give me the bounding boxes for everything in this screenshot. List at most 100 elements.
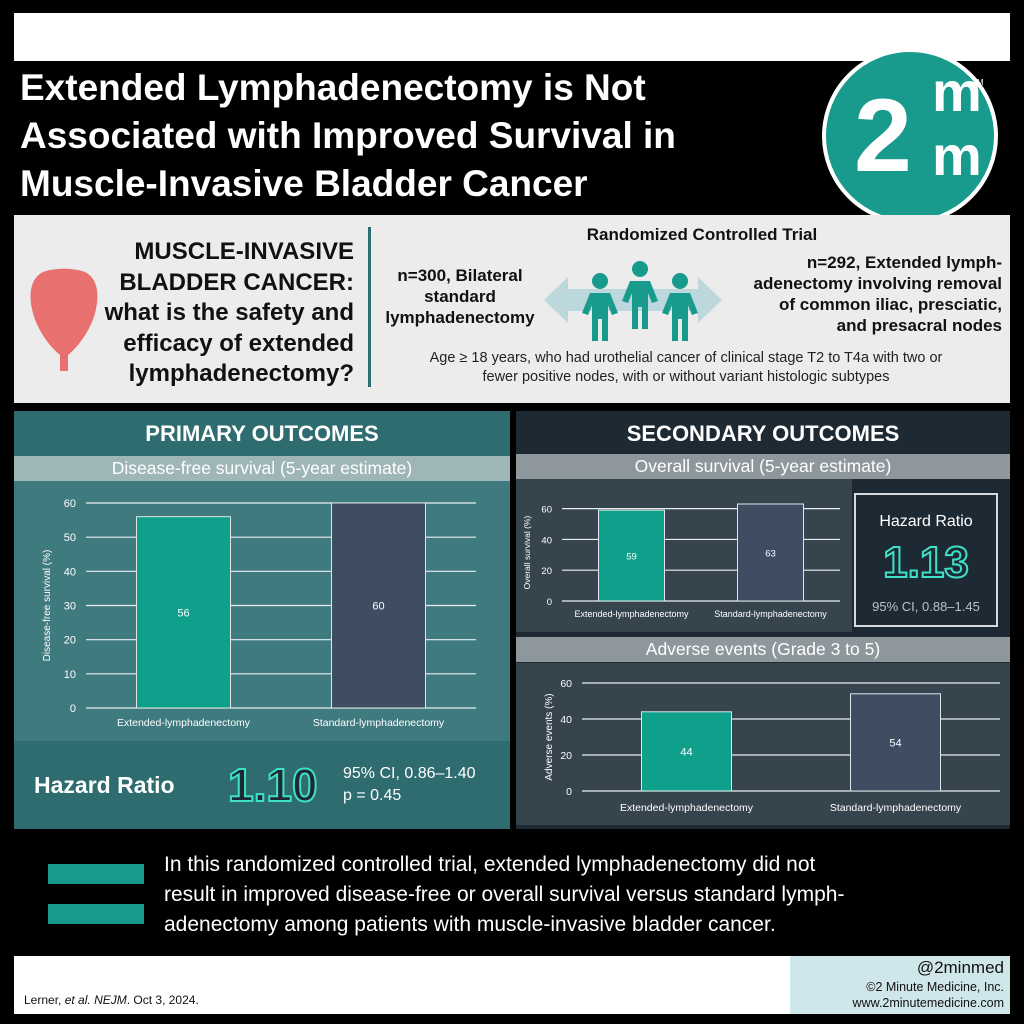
question-line: what is the safety and — [104, 299, 354, 326]
secondary-outcomes-panel: SECONDARY OUTCOMES Overall survival (5-y… — [516, 411, 1010, 829]
confidence-interval: 95% CI, 0.86–1.40 — [343, 765, 476, 782]
citation-authors: Lerner, — [24, 993, 65, 1007]
citation-journal: NEJM — [94, 993, 127, 1007]
x-tick-label: Extended-lymphadenectomy — [620, 802, 754, 814]
y-axis-label: Overall survival (%) — [522, 515, 532, 589]
citation-date: . Oct 3, 2024. — [126, 993, 199, 1007]
primary-outcomes-panel: PRIMARY OUTCOMES Disease-free survival (… — [14, 411, 510, 829]
y-axis-label: Disease-free survival (%) — [42, 550, 53, 662]
conclusion-band: In this randomized controlled trial, ext… — [14, 834, 1010, 954]
credit-box: @2minmed ©2 Minute Medicine, Inc. www.2m… — [790, 956, 1010, 1014]
bar — [136, 516, 231, 709]
title-line: Associated with Improved Survival in — [20, 115, 676, 156]
arm-line: adenectomy involving removal — [753, 274, 1002, 293]
data-label: 60 — [372, 601, 384, 613]
bar — [850, 693, 941, 792]
y-tick-label: 20 — [64, 635, 76, 647]
bar — [641, 711, 732, 792]
citation: Lerner, et al. NEJM. Oct 3, 2024. — [24, 993, 199, 1007]
hazard-ratio-value: 1.13 — [882, 537, 970, 588]
question-line: BLADDER CANCER: — [119, 268, 354, 296]
y-tick-label: 40 — [541, 535, 552, 546]
x-tick-label: Extended-lymphadenectomy — [117, 717, 251, 729]
y-tick-label: 0 — [566, 786, 572, 798]
arm-line: and presacral nodes — [836, 316, 1002, 335]
arm-line: lymphadenectomy — [385, 308, 535, 327]
secondary-hazard-box: Hazard Ratio 1.13 95% CI, 0.88–1.45 — [854, 493, 998, 627]
citation-etal: et al. — [64, 993, 91, 1007]
eligibility-line: Age ≥ 18 years, who had urothelial cance… — [429, 350, 943, 366]
x-tick-label: Standard-lymphadenectomy — [313, 717, 445, 729]
y-tick-label: 20 — [541, 566, 552, 577]
x-tick-label: Extended-lymphadenectomy — [574, 609, 689, 619]
bladder-icon — [30, 268, 98, 371]
bar — [737, 503, 804, 602]
hazard-ratio-label: Hazard Ratio — [879, 513, 973, 530]
standard-arm: n=300, Bilateral standard lymphadenectom… — [370, 265, 550, 328]
ae-chart: 020406044Extended-lymphadenectomy54Stand… — [544, 678, 1000, 814]
y-tick-label: 0 — [547, 597, 552, 608]
patients-icon — [544, 261, 722, 341]
os-chart-title: Overall survival (5-year estimate) — [516, 454, 1010, 479]
data-label: 59 — [626, 552, 637, 563]
y-tick-label: 0 — [70, 703, 76, 715]
intro-band: MUSCLE-INVASIVE BLADDER CANCER: what is … — [14, 215, 1010, 403]
decorative-bar — [48, 864, 144, 884]
y-tick-label: 60 — [560, 678, 572, 690]
research-question: MUSCLE-INVASIVE BLADDER CANCER: what is … — [94, 237, 354, 390]
question-line: MUSCLE-INVASIVE — [134, 238, 354, 265]
trial-design-label: Randomized Controlled Trial — [586, 225, 818, 244]
y-tick-label: 40 — [64, 566, 76, 578]
title-line: Muscle-Invasive Bladder Cancer — [20, 163, 588, 204]
question-line: lymphadenectomy? — [128, 360, 354, 387]
y-tick-label: 60 — [64, 498, 76, 510]
eligibility-line: fewer positive nodes, with or without va… — [482, 369, 890, 385]
y-tick-label: 20 — [560, 750, 572, 762]
primary-hazard-row: Hazard Ratio 1.10 95% CI, 0.86–1.40 p = … — [14, 743, 510, 829]
extended-arm: n=292, Extended lymph- adenectomy involv… — [718, 252, 1002, 336]
bar — [598, 509, 665, 602]
bar — [331, 502, 426, 709]
copyright: ©2 Minute Medicine, Inc. — [866, 980, 1004, 994]
hazard-ratio-value: 1.10 — [227, 758, 319, 812]
conclusion-line: result in improved disease-free or overa… — [164, 883, 845, 906]
x-tick-label: Standard-lymphadenectomy — [830, 802, 962, 814]
y-tick-label: 50 — [64, 532, 76, 544]
y-tick-label: 30 — [64, 601, 76, 613]
logo: 2 m m TM — [822, 48, 998, 224]
page-title: Extended Lymphadenectomy is Not Associat… — [20, 64, 820, 208]
logo-trademark: TM — [972, 78, 984, 87]
social-handle: @2minmed — [916, 958, 1004, 977]
top-strip — [14, 13, 1010, 61]
divider — [368, 227, 371, 387]
os-chart: 020406059Extended-lymphadenectomy63Stand… — [522, 503, 840, 619]
conclusion-line: In this randomized controlled trial, ext… — [164, 853, 816, 876]
data-label: 63 — [765, 549, 776, 560]
y-tick-label: 10 — [64, 669, 76, 681]
data-label: 56 — [177, 607, 189, 619]
arm-line: n=292, Extended lymph- — [806, 253, 1002, 272]
y-axis-label: Adverse events (%) — [544, 693, 555, 780]
conclusion-text: In this randomized controlled trial, ext… — [164, 850, 994, 940]
secondary-outcomes-title: SECONDARY OUTCOMES — [626, 421, 900, 446]
footer: Lerner, et al. NEJM. Oct 3, 2024. @2minm… — [14, 956, 1010, 1014]
title-line: Extended Lymphadenectomy is Not — [20, 67, 646, 108]
hazard-ratio-stats: 95% CI, 0.86–1.40 p = 0.45 — [343, 763, 476, 807]
website: www.2minutemedicine.com — [852, 996, 1004, 1010]
logo-letter-bottom: m — [932, 124, 982, 187]
logo-digit: 2 — [854, 78, 912, 194]
conclusion-line: adenectomy among patients with muscle-in… — [164, 913, 776, 936]
arm-line: standard — [424, 287, 496, 306]
y-tick-label: 40 — [560, 714, 572, 726]
p-value: p = 0.45 — [343, 787, 402, 804]
confidence-interval: 95% CI, 0.88–1.45 — [872, 599, 980, 614]
logo-letter-top: m — [932, 60, 982, 123]
primary-outcomes-title: PRIMARY OUTCOMES — [145, 421, 379, 446]
decorative-bar — [48, 904, 144, 924]
y-tick-label: 60 — [541, 505, 552, 516]
